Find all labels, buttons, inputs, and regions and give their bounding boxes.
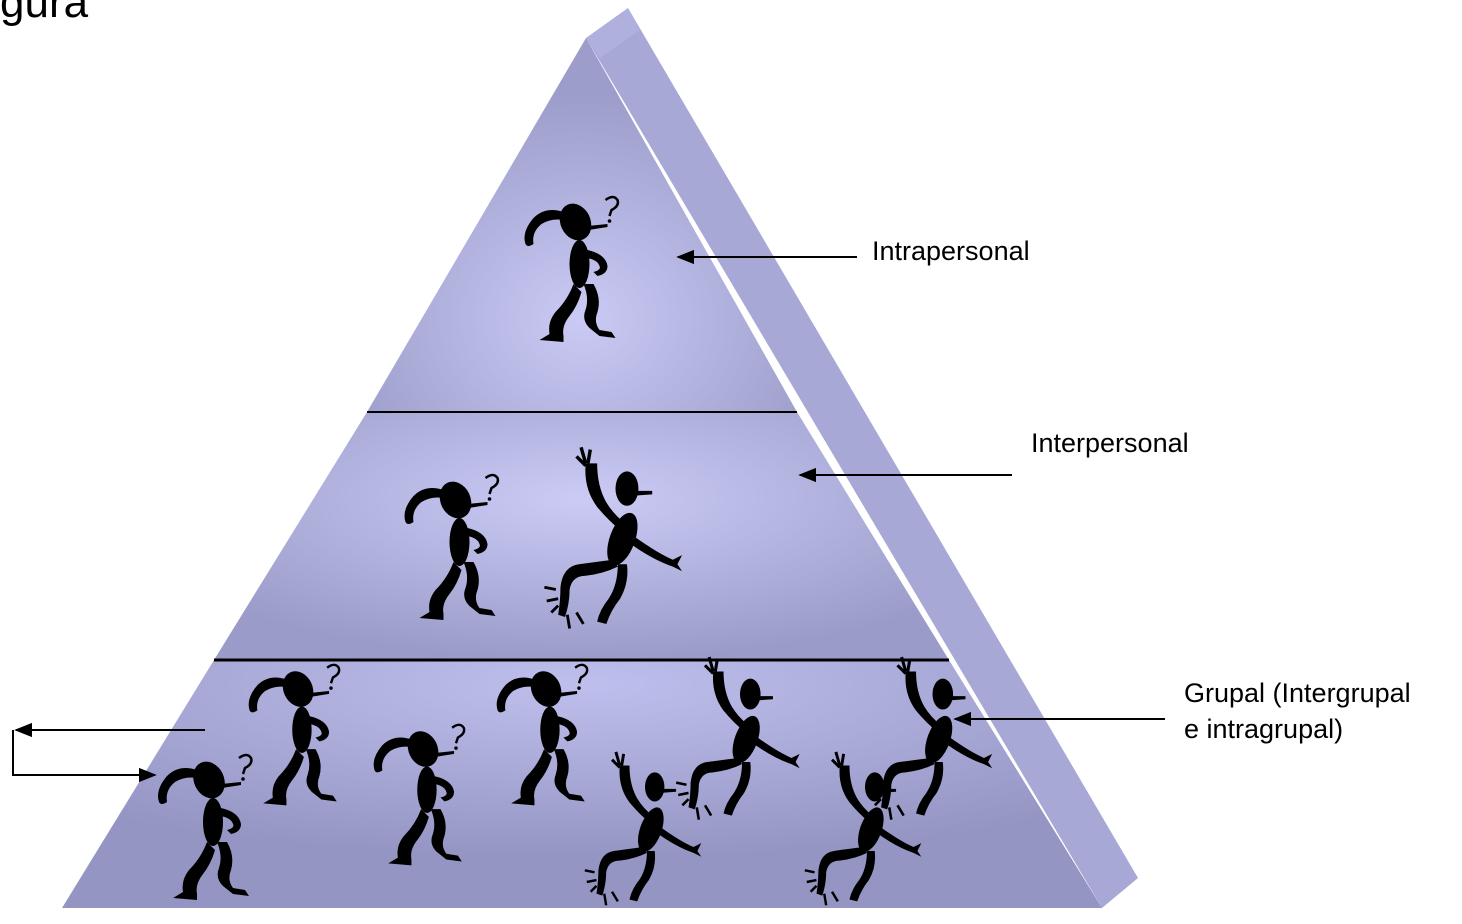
pyramid-side-highlight (586, 8, 640, 58)
tier-middle-interpersonal (214, 412, 949, 660)
label-intrapersonal: Intrapersonal (872, 236, 1030, 266)
label-grupal-line1: Grupal (Intergrupal (1184, 678, 1411, 708)
label-grupal-line2: e intragrupal) (1184, 714, 1344, 744)
slide-title-fragment: gura (0, 0, 89, 27)
label-interpersonal: Interpersonal (1031, 428, 1189, 458)
loop-arrow-bottom (12, 730, 157, 783)
pyramid-side-face (586, 8, 1138, 908)
